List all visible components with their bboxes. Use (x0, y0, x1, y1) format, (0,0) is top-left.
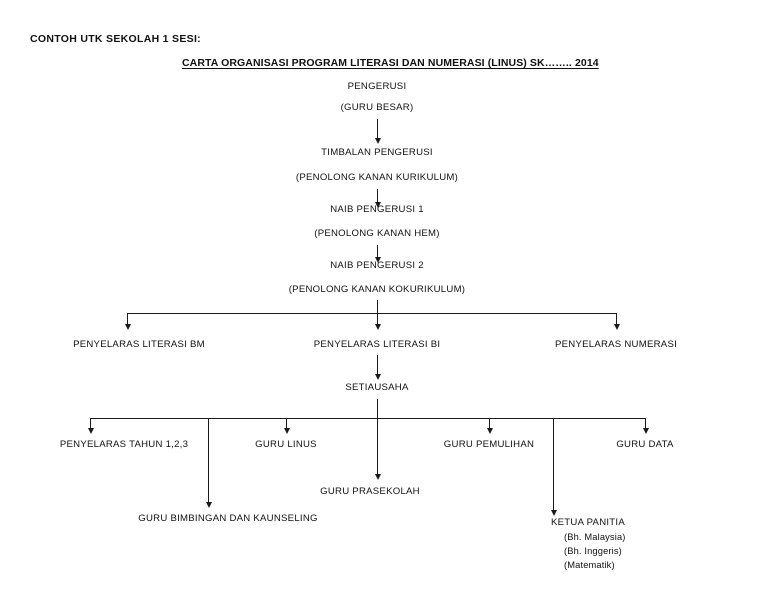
connector-arrow (124, 324, 131, 330)
connector-arrow (550, 510, 557, 516)
connector-line (377, 300, 378, 314)
connector-arrow (374, 474, 381, 480)
connector-line (377, 313, 378, 327)
org-node-guru-linus: GURU LINUS (255, 439, 317, 450)
connector-arrow (205, 502, 212, 508)
org-node-pengerusi: PENGERUSI (347, 81, 407, 92)
org-node-guru-data: GURU DATA (616, 439, 674, 450)
org-node-guru-besar: (GURU BESAR) (340, 102, 414, 113)
org-node-penyelaras-numerasi: PENYELARAS NUMERASI (554, 339, 678, 350)
connector-line (616, 313, 617, 327)
connector-line (377, 245, 378, 261)
connector-line (645, 418, 646, 430)
branch-bar-coordinators (127, 313, 616, 314)
connector-line (377, 399, 378, 419)
connector-arrow (87, 428, 94, 434)
connector-arrow (374, 374, 381, 380)
org-node-guru-prasekolah: GURU PRASEKOLAH (320, 486, 420, 497)
org-node-timbalan-pengerusi: TIMBALAN PENGERUSI (321, 147, 433, 158)
org-node-setiausaha: SETIAUSAHA (345, 382, 409, 393)
org-node-guru-pemulihan: GURU PEMULIHAN (443, 439, 535, 450)
connector-line (208, 418, 209, 504)
org-node-penolong-kanan-kokurikulum: (PENOLONG KANAN KOKURIKULUM) (288, 284, 466, 295)
connector-arrow (642, 428, 649, 434)
org-node-guru-bimbingan-kaunseling: GURU BIMBINGAN DAN KAUNSELING (138, 513, 318, 524)
org-node-penyelaras-literasi-bi: PENYELARAS LITERASI BI (313, 339, 441, 350)
connector-arrow (613, 324, 620, 330)
org-node-penolong-kanan-kurikulum: (PENOLONG KANAN KURIKULUM) (295, 172, 459, 183)
org-node-naib-pengerusi-2: NAIB PENGERUSI 2 (330, 260, 424, 271)
panitia-subject-bahasa-malaysia: (Bh. Malaysia) (564, 532, 626, 542)
connector-line (489, 418, 490, 430)
connector-arrow (486, 428, 493, 434)
connector-arrow (374, 257, 381, 263)
org-node-naib-pengerusi-1: NAIB PENGERUSI 1 (330, 204, 424, 215)
org-node-ketua-panitia: KETUA PANITIA (551, 517, 625, 528)
connector-line (377, 119, 378, 141)
branch-bar-staff (90, 418, 646, 419)
connector-arrow (374, 324, 381, 330)
connector-arrow (374, 138, 381, 144)
connector-line (127, 313, 128, 327)
connector-line (553, 418, 554, 512)
connector-line (90, 418, 91, 430)
panitia-subject-bahasa-inggeris: (Bh. Inggeris) (564, 546, 622, 556)
connector-arrow (283, 428, 290, 434)
connector-line (286, 418, 287, 430)
page-title: CARTA ORGANISASI PROGRAM LITERASI DAN NU… (182, 57, 599, 69)
connector-arrow (374, 202, 381, 208)
connector-line (377, 418, 378, 476)
org-node-penyelaras-literasi-bm: PENYELARAS LITERASI BM (73, 339, 205, 350)
panitia-subject-matematik: (Matematik) (564, 560, 615, 570)
connector-line (377, 355, 378, 377)
org-node-penyelaras-tahun-123: PENYELARAS TAHUN 1,2,3 (59, 439, 189, 450)
document-heading: CONTOH UTK SEKOLAH 1 SESI: (30, 33, 201, 45)
connector-line (377, 189, 378, 206)
org-node-penolong-kanan-hem: (PENOLONG KANAN HEM) (314, 228, 440, 239)
